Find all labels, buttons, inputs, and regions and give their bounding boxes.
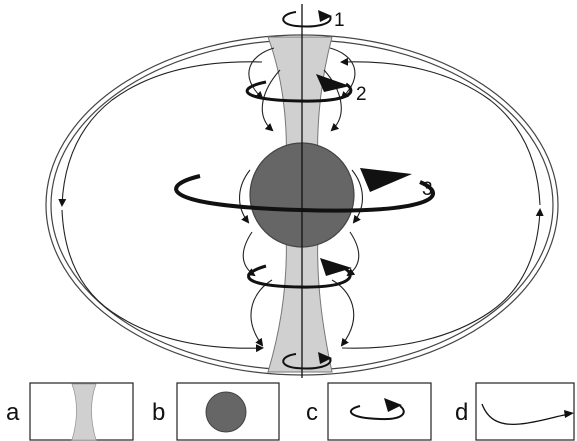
legend-box-d	[476, 383, 574, 440]
flow-line	[332, 280, 354, 345]
label-2: 2	[356, 84, 367, 105]
flow-line	[342, 210, 540, 348]
flow-line	[62, 62, 262, 205]
flow-line	[62, 210, 262, 348]
legend-box-c	[328, 383, 431, 440]
legend-label-a: a	[6, 399, 20, 426]
rotation-arrow-3	[360, 168, 412, 192]
flow-line	[243, 232, 254, 275]
flow-line	[251, 280, 272, 345]
flow-line	[249, 48, 274, 98]
legend-label-d: d	[455, 399, 468, 426]
lower-tube	[268, 232, 332, 372]
label-1: 1	[334, 10, 345, 31]
legend: a b c d	[6, 383, 574, 440]
legend-label-b: b	[152, 399, 165, 426]
rotation-arrow-lower	[320, 258, 352, 276]
legend-label-c: c	[306, 399, 318, 426]
flow-line	[240, 170, 250, 222]
label-3: 3	[422, 179, 433, 200]
sphere-icon	[206, 392, 246, 432]
